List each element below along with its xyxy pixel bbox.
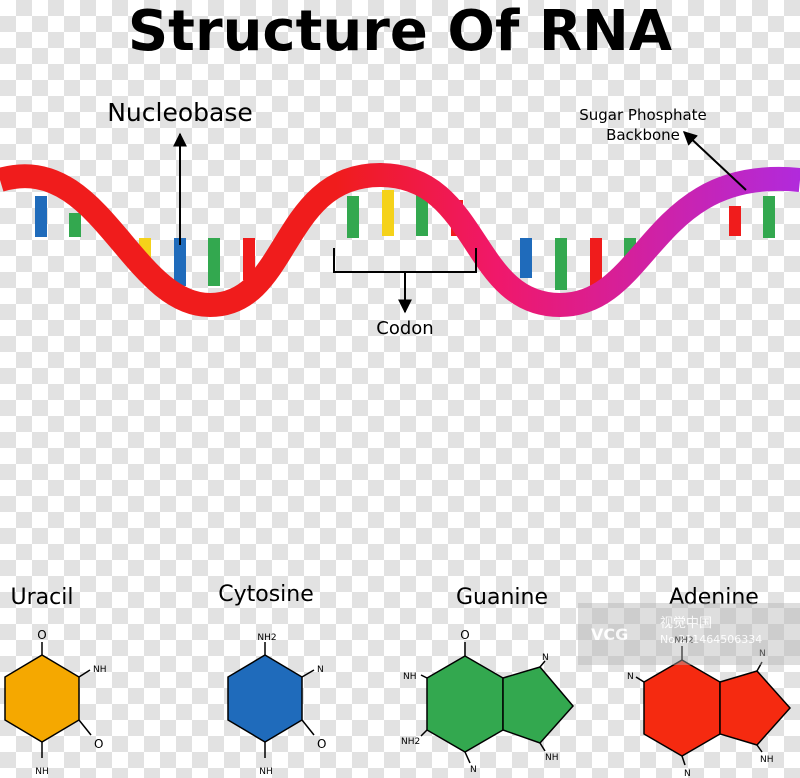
guanine-group-o: O bbox=[460, 628, 469, 642]
codon-label: Codon bbox=[376, 318, 433, 339]
adenine-group-n-bottom: N bbox=[684, 769, 691, 778]
adenine-label: Adenine bbox=[669, 585, 759, 610]
nucleotide-bar bbox=[416, 192, 428, 236]
guanine-five-ring bbox=[502, 666, 574, 744]
cytosine-group-nh2: NH2 bbox=[257, 633, 276, 643]
diagram-title: Structure Of RNA bbox=[128, 0, 673, 64]
sugar-phosphate-strand bbox=[0, 162, 800, 318]
nucleotide-bar bbox=[520, 238, 532, 278]
backbone-label-line1: Sugar Phosphate bbox=[579, 106, 707, 124]
cytosine-group-o: O bbox=[317, 737, 326, 751]
uracil-group-nh-bottom: NH bbox=[35, 767, 49, 777]
nucleotide-bar bbox=[555, 238, 567, 290]
adenine-five-ring bbox=[719, 670, 792, 746]
guanine-group-nh2: NH2 bbox=[401, 737, 420, 747]
nucleotide-bar bbox=[590, 238, 602, 290]
cytosine-group-n: N bbox=[317, 665, 324, 675]
adenine-six-ring bbox=[643, 659, 721, 757]
cytosine-group-nh: NH bbox=[259, 767, 273, 777]
guanine-label: Guanine bbox=[456, 585, 548, 610]
nucleobase-label: Nucleobase bbox=[107, 98, 253, 127]
nucleotide-bar bbox=[69, 213, 81, 237]
uracil-group-o-top: O bbox=[37, 628, 46, 642]
adenine-group-nh: NH bbox=[760, 755, 774, 765]
cytosine-molecule: NH2 N O NH bbox=[227, 633, 326, 777]
watermark-logo: VCG bbox=[591, 625, 628, 644]
nucleotide-bar bbox=[35, 196, 47, 237]
uracil-group-nh-right: NH bbox=[93, 665, 107, 675]
nucleotide-bar bbox=[382, 190, 394, 236]
uracil-label: Uracil bbox=[11, 585, 74, 610]
guanine-molecule: O NH NH2 N N NH bbox=[401, 628, 574, 775]
codon-bracket bbox=[333, 248, 477, 306]
nucleotide-bar bbox=[763, 196, 775, 238]
guanine-group-nh: NH bbox=[403, 672, 417, 682]
adenine-group-nh2: NH2 bbox=[674, 636, 693, 646]
guanine-group-n-top: N bbox=[542, 653, 549, 663]
guanine-group-nh-bottom: NH bbox=[545, 753, 559, 763]
cytosine-ring bbox=[227, 654, 303, 743]
backbone-label-line2: Backbone bbox=[606, 126, 680, 144]
uracil-ring bbox=[4, 654, 80, 743]
adenine-group-n-top: N bbox=[759, 649, 766, 659]
watermark-text: 视觉中国 bbox=[660, 616, 712, 631]
nucleotide-bar bbox=[729, 206, 741, 236]
uracil-molecule: O NH O NH bbox=[4, 628, 107, 777]
uracil-group-o-right: O bbox=[94, 737, 103, 751]
watermark-id: No.211464506334 bbox=[660, 633, 762, 646]
watermark: VCG 视觉中国 No.211464506334 bbox=[578, 603, 800, 665]
guanine-group-n-mid: N bbox=[470, 765, 477, 775]
nucleotide-bar bbox=[208, 238, 220, 286]
adenine-molecule: NH2 N N N NH bbox=[627, 636, 792, 778]
guanine-six-ring bbox=[426, 655, 504, 753]
cytosine-label: Cytosine bbox=[218, 582, 314, 607]
nucleotide-bar bbox=[243, 238, 255, 280]
nucleotide-bar bbox=[174, 238, 186, 286]
nucleotide-bar bbox=[347, 196, 359, 238]
backbone-arrow bbox=[682, 131, 747, 191]
adenine-group-n-left: N bbox=[627, 672, 634, 682]
